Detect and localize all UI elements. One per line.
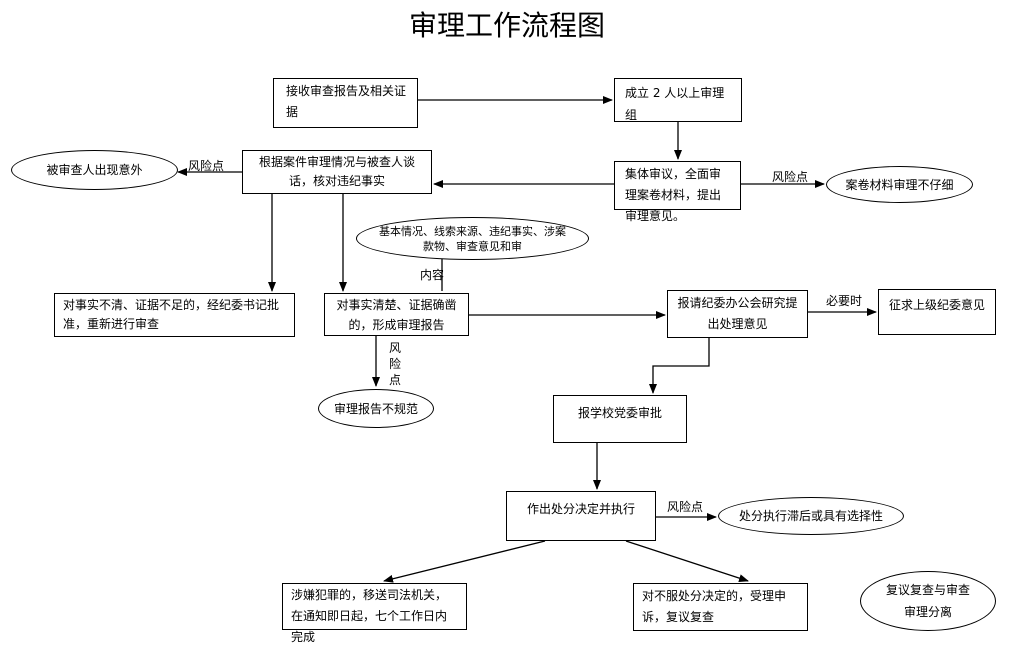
node-execution-delay: 处分执行滞后或具有选择性 — [718, 497, 904, 535]
node-report-content: 基本情况、线索来源、违纪事实、涉案款物、审查意见和审 — [356, 217, 589, 260]
label-risk-nonstandard-3: 点 — [388, 373, 401, 387]
label-risk-nonstandard-1: 风 — [388, 341, 401, 355]
node-report-office: 报请纪委办公会研究提出处理意见 — [667, 290, 808, 338]
node-accident: 被审查人出现意外 — [11, 150, 178, 190]
node-nonstandard-report: 审理报告不规范 — [318, 389, 434, 428]
node-review-group: 成立 2 人以上审理组 — [614, 78, 742, 122]
page-title: 审理工作流程图 — [408, 9, 605, 42]
label-risk-accident: 风险点 — [188, 159, 225, 173]
arrow-decision-to-crime — [383, 540, 546, 583]
label-necessary: 必要时 — [826, 294, 863, 308]
node-school-approval: 报学校党委审批 — [553, 395, 687, 443]
node-interview: 根据案件审理情况与被查人谈话，核对违纪事实 — [242, 150, 432, 194]
node-collective-review: 集体审议，全面审理案卷材料，提出审理意见。 — [614, 161, 741, 223]
node-receive-evidence: 接收审查报告及相关证据 — [273, 78, 418, 128]
arrow-report-office-to-school — [649, 338, 710, 394]
label-risk-nonstandard-2: 险 — [388, 357, 401, 371]
arrow-decision-to-appeal — [625, 540, 749, 582]
node-decision: 作出处分决定并执行 — [506, 491, 656, 541]
node-separate-review: 复议复查与审查审理分离 — [860, 571, 996, 631]
node-sloppy-review: 案卷材料审理不仔细 — [826, 166, 973, 203]
node-crime-transfer: 涉嫌犯罪的，移送司法机关，在通知即日起，七个工作日内完成 — [282, 583, 467, 644]
node-unclear-facts: 对事实不清、证据不足的，经纪委书记批准，重新进行审查 — [54, 293, 295, 337]
label-content: 内容 — [420, 268, 445, 282]
label-risk-sloppy: 风险点 — [772, 170, 809, 184]
label-risk-delay: 风险点 — [667, 500, 704, 514]
node-upper-commission: 征求上级纪委意见 — [878, 289, 996, 335]
node-clear-facts: 对事实清楚、证据确凿的，形成审理报告 — [324, 293, 469, 336]
node-appeal: 对不服处分决定的，受理申诉，复议复查 — [633, 583, 808, 631]
